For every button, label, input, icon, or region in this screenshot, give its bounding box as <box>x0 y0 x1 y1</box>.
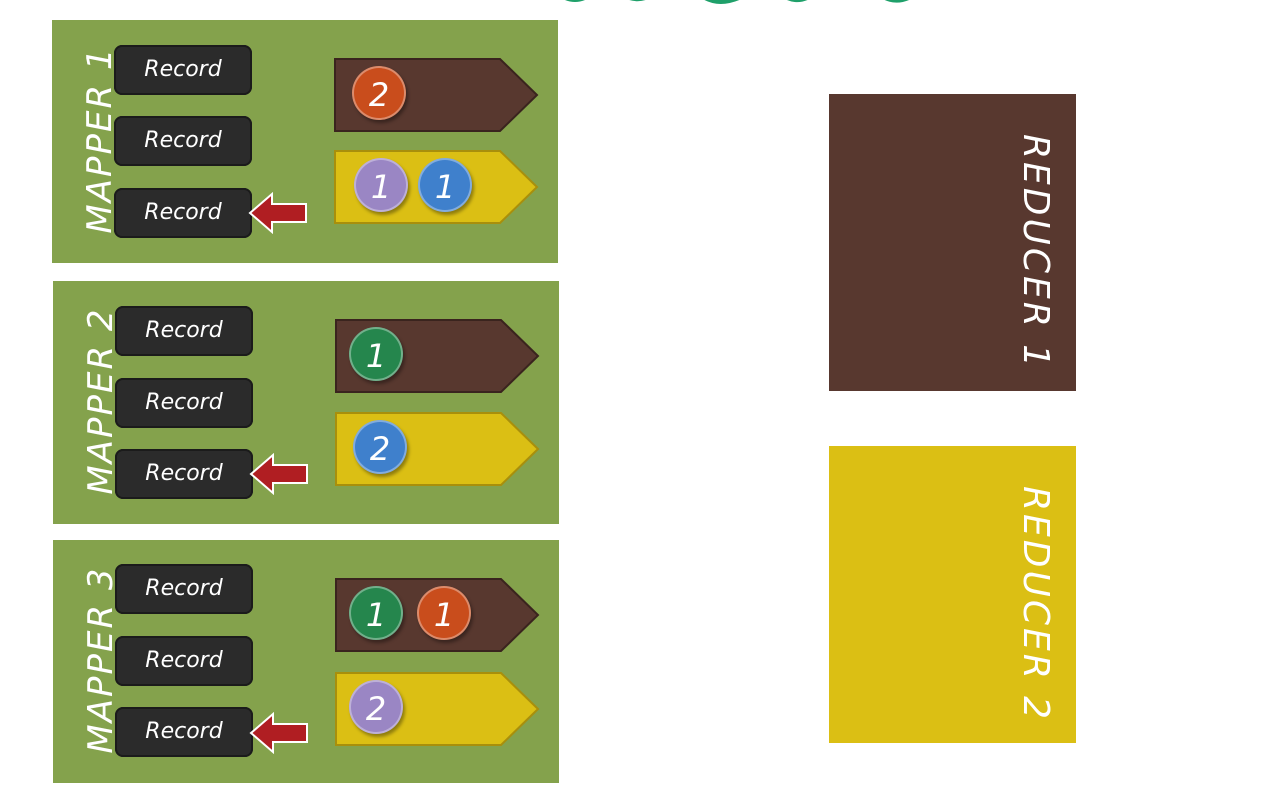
key-token: 1 <box>417 586 471 640</box>
record: Record <box>115 378 253 428</box>
key-token: 2 <box>349 680 403 734</box>
reducer-1-bucket: 2 <box>334 58 540 132</box>
record: Record <box>114 116 252 166</box>
reducer-label: REDUCER 2 <box>1015 486 1056 723</box>
key-token: 1 <box>349 327 403 381</box>
mapper-3: MAPPER 3 Record Record Record 1 1 2 <box>53 540 559 783</box>
heading-fragment <box>565 0 909 4</box>
current-record-arrow <box>249 453 308 495</box>
current-record-arrow <box>248 192 307 234</box>
key-token: 1 <box>418 158 472 212</box>
reducer-2-bucket: 2 <box>335 412 541 486</box>
reducer-1: REDUCER 1 <box>829 94 1076 391</box>
record: Record <box>115 449 253 499</box>
reducer-1-bucket: 1 1 <box>335 578 541 652</box>
record: Record <box>115 707 253 757</box>
record: Record <box>115 564 253 614</box>
record: Record <box>115 306 253 356</box>
key-token: 2 <box>352 66 406 120</box>
record: Record <box>114 188 252 238</box>
record: Record <box>115 636 253 686</box>
key-token: 2 <box>353 420 407 474</box>
mapper-1: MAPPER 1 Record Record Record 2 1 1 <box>52 20 558 263</box>
mapper-2: MAPPER 2 Record Record Record 1 2 <box>53 281 559 524</box>
reducer-2-bucket: 2 <box>335 672 541 746</box>
reducer-1-bucket: 1 <box>335 319 541 393</box>
reducer-2: REDUCER 2 <box>829 446 1076 743</box>
record: Record <box>114 45 252 95</box>
reducer-label: REDUCER 1 <box>1015 134 1056 371</box>
current-record-arrow <box>249 712 308 754</box>
key-token: 1 <box>349 586 403 640</box>
key-token: 1 <box>354 158 408 212</box>
reducer-2-bucket: 1 1 <box>334 150 540 224</box>
